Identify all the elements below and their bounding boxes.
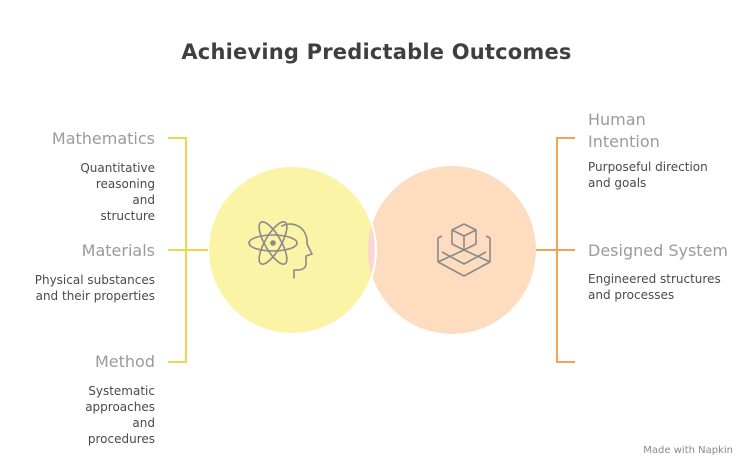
desc-designed-system: Engineered structures and processes [588, 272, 721, 302]
label-designed-system: Designed System [588, 241, 728, 260]
label-method: Method [94, 352, 155, 371]
desc-method: Systematic approaches and procedures [5, 383, 155, 447]
label-materials: Materials [81, 241, 155, 260]
right-circle [368, 166, 536, 334]
stacked-layers-icon [437, 223, 491, 277]
desc-method-text: Systematic approaches and procedures [85, 384, 155, 446]
desc-materials-text: Physical substances and their properties [34, 273, 155, 303]
desc-mathematics: Quantitative reasoning and structure [5, 160, 155, 224]
label-human-intention: Human Intention [588, 110, 660, 151]
right-bracket [536, 137, 575, 363]
left-circle [208, 166, 376, 334]
desc-human-intention: Purposeful direction and goals [588, 160, 708, 190]
atom-head-icon [248, 221, 313, 279]
footer-credit: Made with Napkin [643, 445, 733, 456]
desc-mathematics-text: Quantitative reasoning and structure [80, 161, 155, 223]
left-bracket [168, 137, 208, 363]
diagram-title: Achieving Predictable Outcomes [181, 40, 572, 64]
desc-materials: Physical substances and their properties [0, 272, 155, 304]
label-mathematics: Mathematics [51, 129, 155, 148]
